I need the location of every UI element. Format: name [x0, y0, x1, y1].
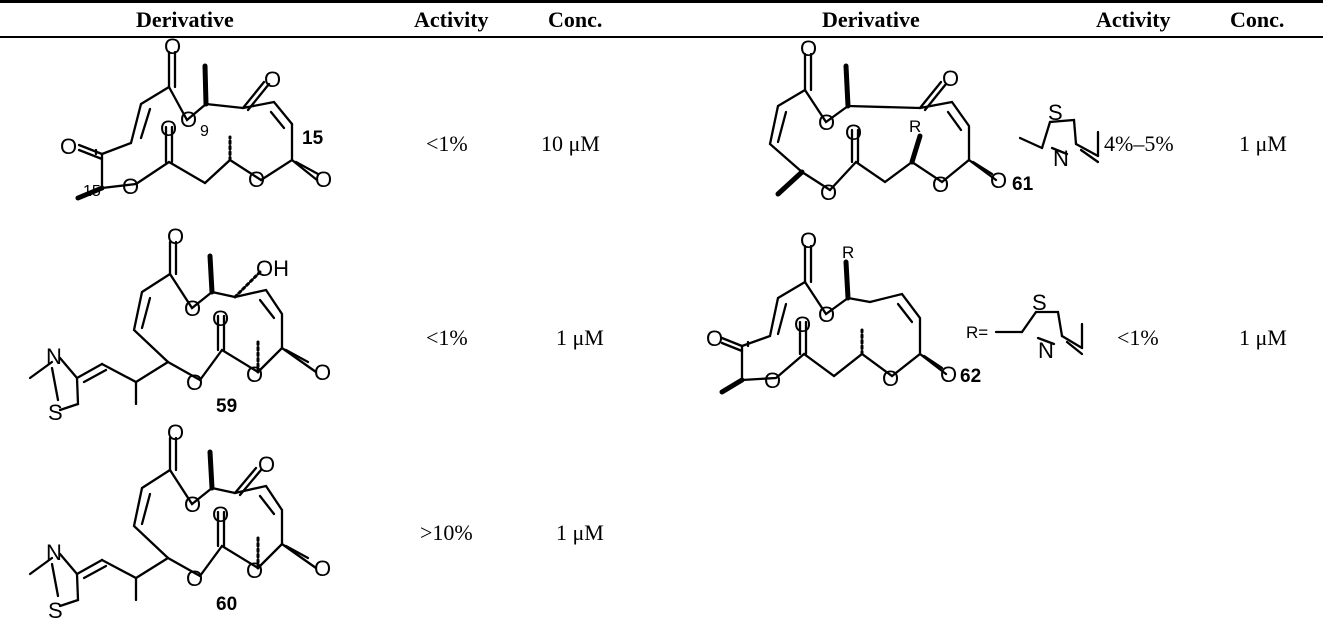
svg-text:O: O: [942, 66, 959, 91]
header-derivative-right: Derivative: [822, 7, 920, 32]
header-activity-right: Activity: [1096, 7, 1171, 32]
svg-text:R: R: [909, 117, 921, 136]
svg-text:O: O: [764, 368, 781, 393]
activity-60: >10%: [420, 520, 473, 545]
svg-text:15: 15: [83, 183, 101, 200]
activity-59: <1%: [426, 325, 468, 350]
header-conc-right: Conc.: [1230, 7, 1285, 32]
svg-text:O: O: [264, 67, 281, 92]
svg-text:S: S: [1048, 100, 1063, 125]
header-derivative-left: Derivative: [136, 7, 234, 32]
structure-60: O O O O O O O N S 60: [22, 420, 352, 623]
svg-text:O: O: [167, 224, 184, 249]
svg-text:O: O: [990, 168, 1007, 193]
svg-text:O: O: [186, 566, 203, 591]
conc-62: 1 μM: [1239, 325, 1287, 350]
structure-15: O O O O O O O O 9 15 15: [40, 34, 340, 217]
svg-text:OH: OH: [256, 256, 289, 281]
compound-number-61: 61: [1012, 174, 1034, 195]
activity-62: <1%: [1117, 325, 1159, 350]
compound-number-62: 62: [960, 366, 981, 387]
svg-text:N: N: [46, 344, 62, 369]
structure-61: O O O O O O O R 61 S N: [720, 36, 1100, 217]
svg-text:O: O: [845, 120, 862, 145]
svg-text:O: O: [184, 296, 201, 321]
svg-text:S: S: [48, 598, 63, 623]
svg-text:O: O: [246, 558, 263, 583]
structure-62: O O O O O O O R R= 62 S N: [706, 228, 1100, 422]
structure-59: O O OH O O O O N S 59: [22, 224, 352, 425]
svg-text:O: O: [932, 172, 949, 197]
svg-text:O: O: [122, 174, 139, 199]
svg-text:O: O: [186, 370, 203, 395]
svg-text:N: N: [1053, 146, 1069, 171]
svg-text:S: S: [1032, 290, 1047, 315]
svg-text:O: O: [940, 362, 957, 387]
svg-text:O: O: [246, 362, 263, 387]
svg-text:O: O: [800, 228, 817, 253]
conc-61: 1 μM: [1239, 131, 1287, 156]
svg-text:O: O: [60, 134, 77, 159]
svg-text:O: O: [248, 167, 265, 192]
svg-text:O: O: [180, 107, 197, 132]
svg-text:O: O: [314, 556, 331, 581]
svg-text:O: O: [800, 36, 817, 61]
svg-text:N: N: [46, 540, 62, 565]
svg-text:O: O: [706, 326, 723, 351]
svg-text:O: O: [160, 116, 177, 141]
compound-number-15: 15: [302, 128, 324, 149]
conc-59: 1 μM: [556, 325, 604, 350]
compound-number-59: 59: [216, 396, 237, 417]
svg-text:R: R: [842, 243, 854, 262]
svg-text:O: O: [212, 306, 229, 331]
svg-text:O: O: [167, 420, 184, 445]
svg-text:S: S: [48, 400, 63, 425]
svg-text:R=: R=: [966, 323, 988, 342]
table-top-rule: [0, 0, 1323, 3]
activity-61: 4%–5%: [1104, 131, 1174, 156]
svg-text:O: O: [314, 360, 331, 385]
svg-text:O: O: [315, 167, 332, 192]
conc-15: 10 μM: [541, 131, 600, 156]
svg-text:O: O: [212, 502, 229, 527]
svg-text:O: O: [818, 110, 835, 135]
table-header-rule: [0, 36, 1323, 38]
compound-number-60: 60: [216, 594, 237, 615]
header-activity-left: Activity: [414, 7, 489, 32]
svg-text:9: 9: [200, 123, 209, 140]
svg-text:O: O: [818, 302, 835, 327]
svg-text:O: O: [258, 452, 275, 477]
svg-text:O: O: [820, 180, 837, 205]
svg-text:O: O: [184, 492, 201, 517]
conc-60: 1 μM: [556, 520, 604, 545]
svg-text:O: O: [882, 366, 899, 391]
svg-text:O: O: [794, 312, 811, 337]
header-conc-left: Conc.: [548, 7, 603, 32]
activity-15: <1%: [426, 131, 468, 156]
atom-o-carbonyl-top: O: [164, 34, 181, 59]
svg-text:N: N: [1038, 338, 1054, 363]
